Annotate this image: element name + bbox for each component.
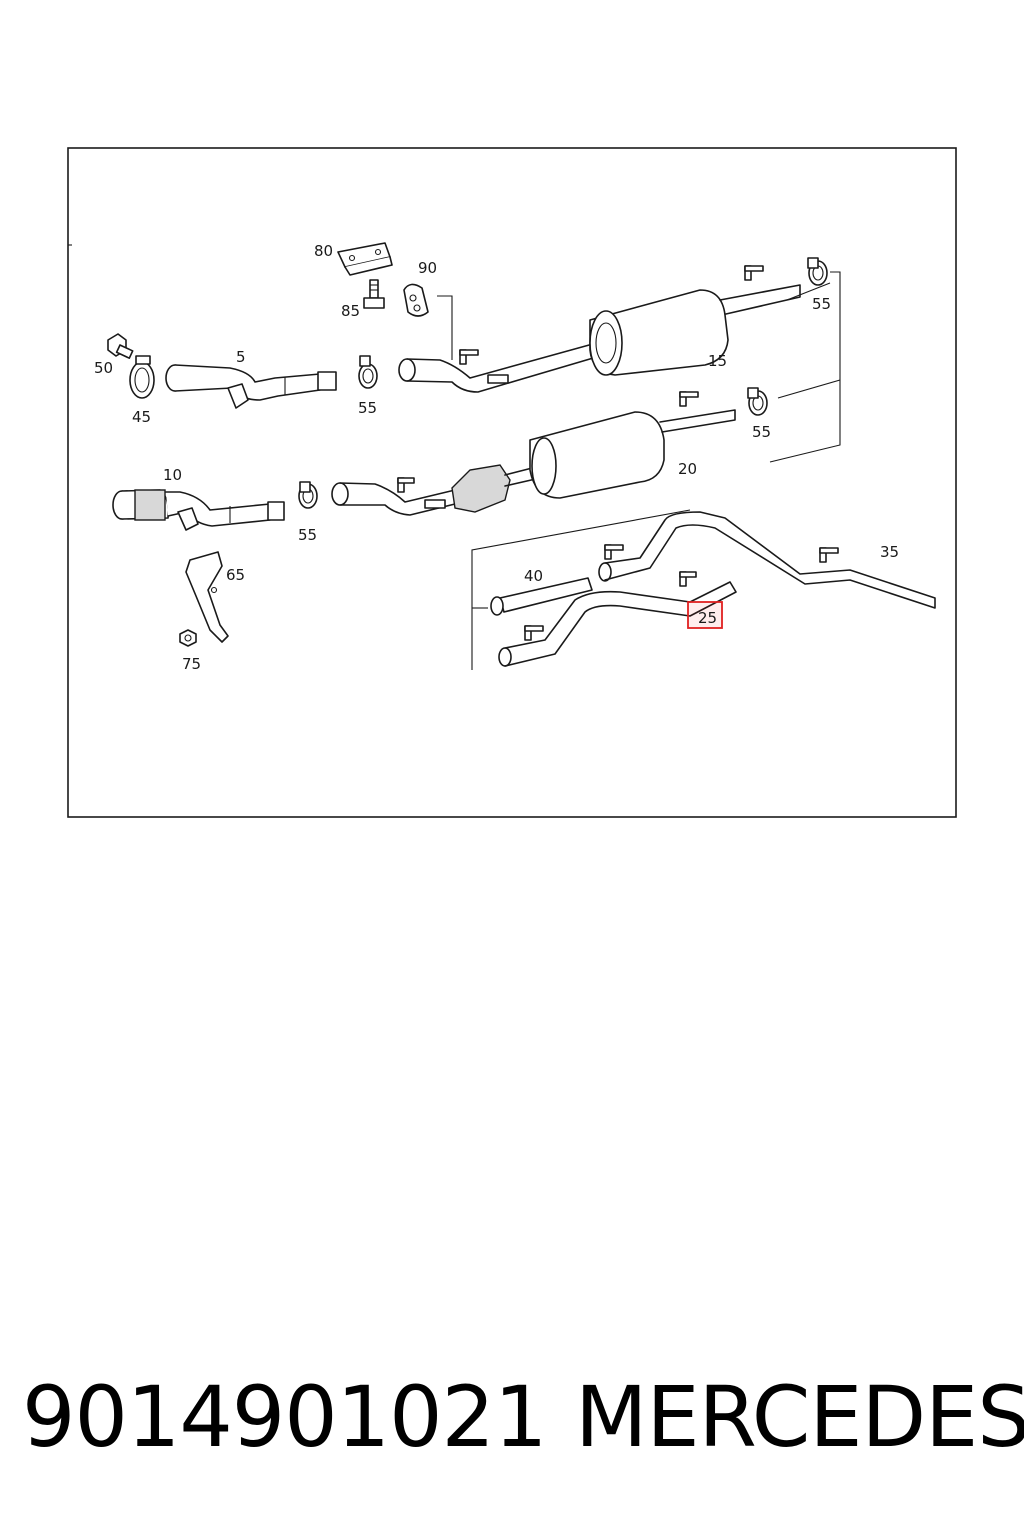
clamp-part-55-a[interactable] <box>358 355 378 389</box>
label-90: 90 <box>418 259 437 277</box>
label-10: 10 <box>163 466 182 484</box>
brand-name: MERCEDES <box>575 1368 1024 1466</box>
bolt-part-50[interactable] <box>107 333 134 359</box>
highlight-box-part-25 <box>687 601 723 629</box>
bracket-part-80[interactable] <box>337 242 393 276</box>
label-85: 85 <box>341 302 360 320</box>
bracket-line-90 <box>437 295 453 360</box>
bracket-line-55-top <box>786 282 831 301</box>
bracket-line-55-mid <box>777 379 841 399</box>
label-40: 40 <box>524 567 543 585</box>
label-15: 15 <box>708 352 727 370</box>
bolt-part-85[interactable] <box>363 279 385 309</box>
rubber-hanger-part-90[interactable] <box>403 283 429 317</box>
diagram-frame <box>67 147 957 818</box>
label-75: 75 <box>182 655 201 673</box>
bracket-part-65[interactable] <box>185 551 229 643</box>
label-25[interactable]: 25 <box>698 609 717 627</box>
label-5: 5 <box>236 348 246 366</box>
clamp-part-55-b[interactable] <box>807 257 828 286</box>
muffler-catalyst-assembly-part-20[interactable] <box>331 391 736 516</box>
label-35: 35 <box>880 543 899 561</box>
group-bracket-upper <box>769 271 841 463</box>
clamp-part-45[interactable] <box>129 355 155 399</box>
clamp-part-55-d[interactable] <box>747 387 768 416</box>
pipe-part-40[interactable] <box>490 577 593 616</box>
tailpipe-part-35[interactable] <box>598 511 936 609</box>
label-50: 50 <box>94 359 113 377</box>
muffler-assembly-part-15[interactable] <box>398 265 801 393</box>
front-pipe-part-5[interactable] <box>165 364 337 409</box>
group-box-lower <box>471 509 691 670</box>
label-55-d: 55 <box>752 423 771 441</box>
label-65: 65 <box>226 566 245 584</box>
footer: 9014901021 MERCEDES <box>0 1372 1024 1462</box>
part-number: 9014901021 <box>22 1368 547 1466</box>
front-pipe-catalyst-part-10[interactable] <box>112 489 285 531</box>
label-45: 45 <box>132 408 151 426</box>
label-55-b: 55 <box>812 295 831 313</box>
label-80: 80 <box>314 242 333 260</box>
tailpipe-part-25[interactable] <box>498 571 737 667</box>
label-55-c: 55 <box>298 526 317 544</box>
label-55-a: 55 <box>358 399 377 417</box>
label-20: 20 <box>678 460 697 478</box>
clamp-part-55-c[interactable] <box>298 481 318 509</box>
nut-part-75[interactable] <box>179 629 197 647</box>
